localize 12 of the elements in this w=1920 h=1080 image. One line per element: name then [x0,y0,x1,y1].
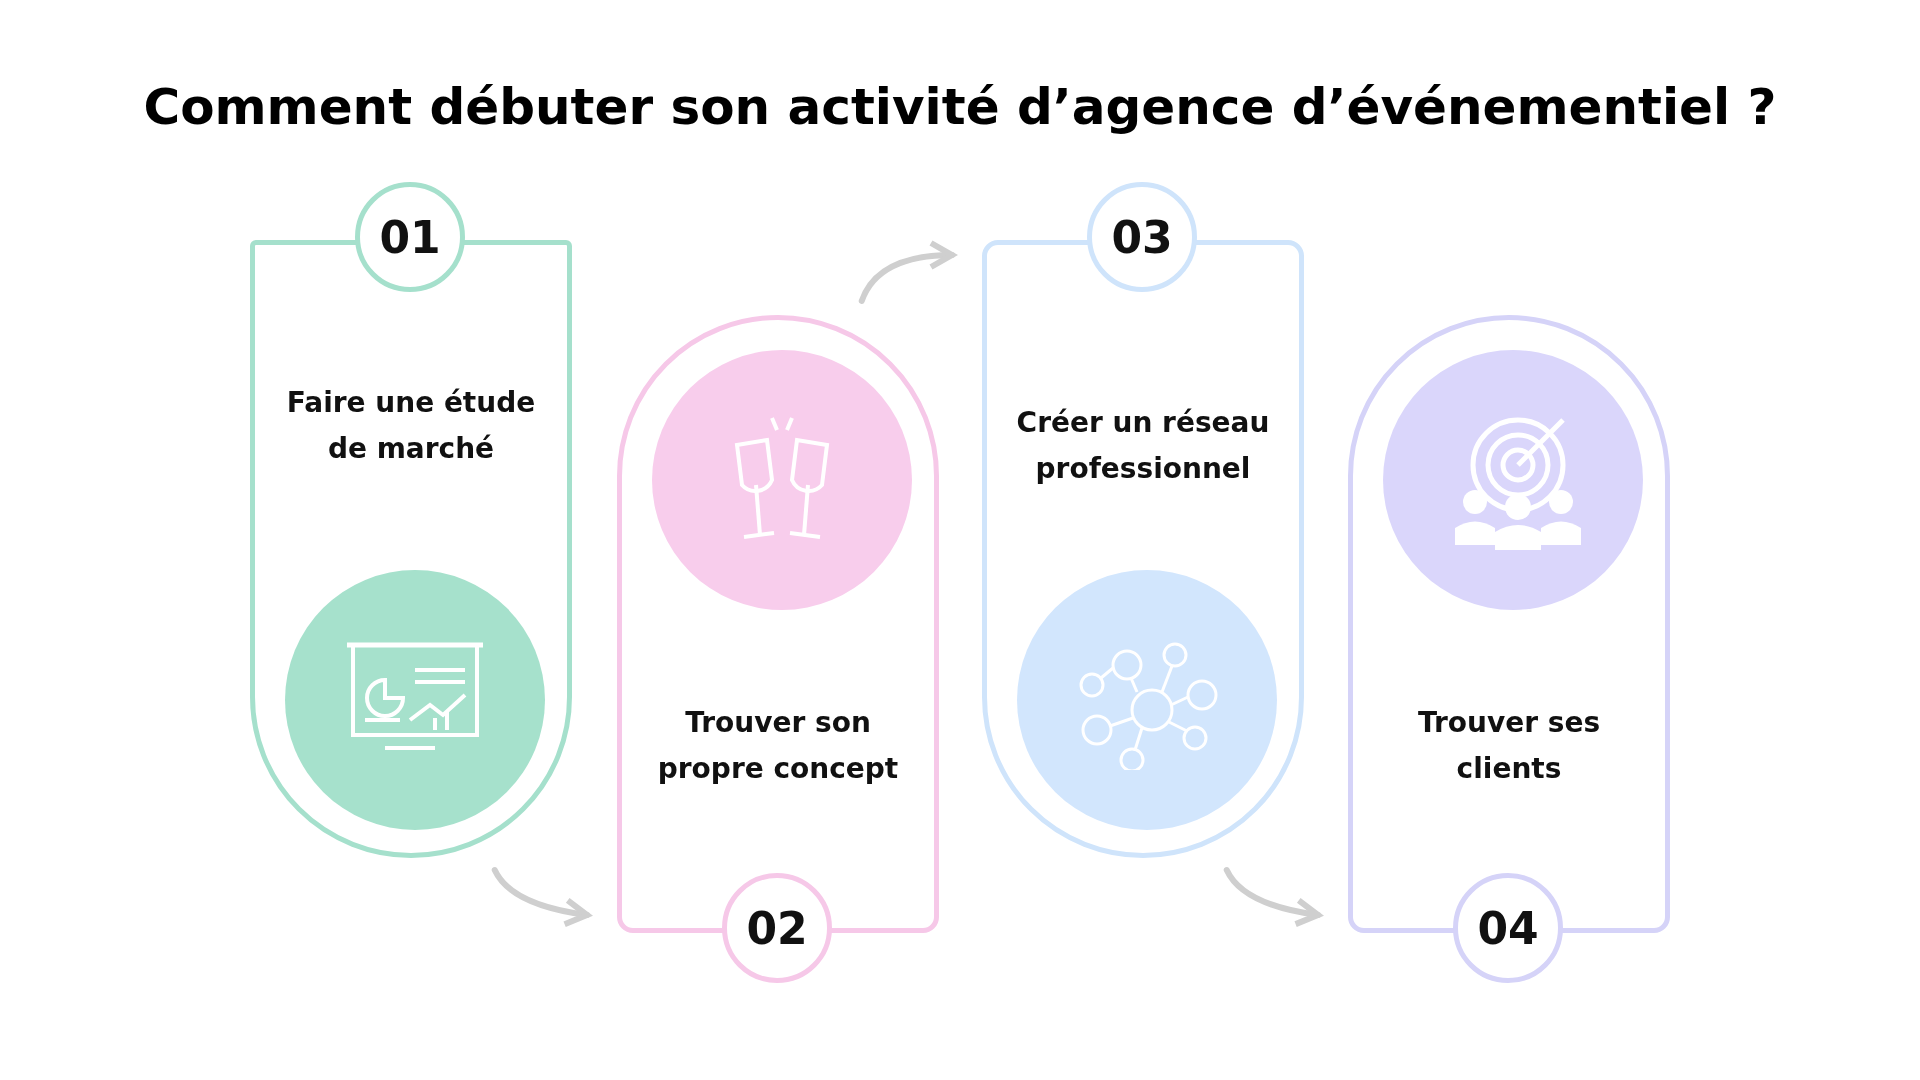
step-label: Trouver son propre concept [656,705,900,787]
step-label: Faire une étude de marché [285,385,537,467]
step-label: Créer un réseau professionnel [1015,405,1271,487]
arrow [1223,867,1321,927]
step-number: 03 [1087,182,1197,292]
arrow [491,867,590,927]
arrow [858,240,955,304]
step-number: 02 [722,873,832,983]
step-number: 04 [1453,873,1563,983]
title: Comment débuter son activité d’agence d’événementiel ? [142,78,1778,136]
step-number: 01 [355,182,465,292]
step-label: Trouver ses clients [1416,705,1602,787]
